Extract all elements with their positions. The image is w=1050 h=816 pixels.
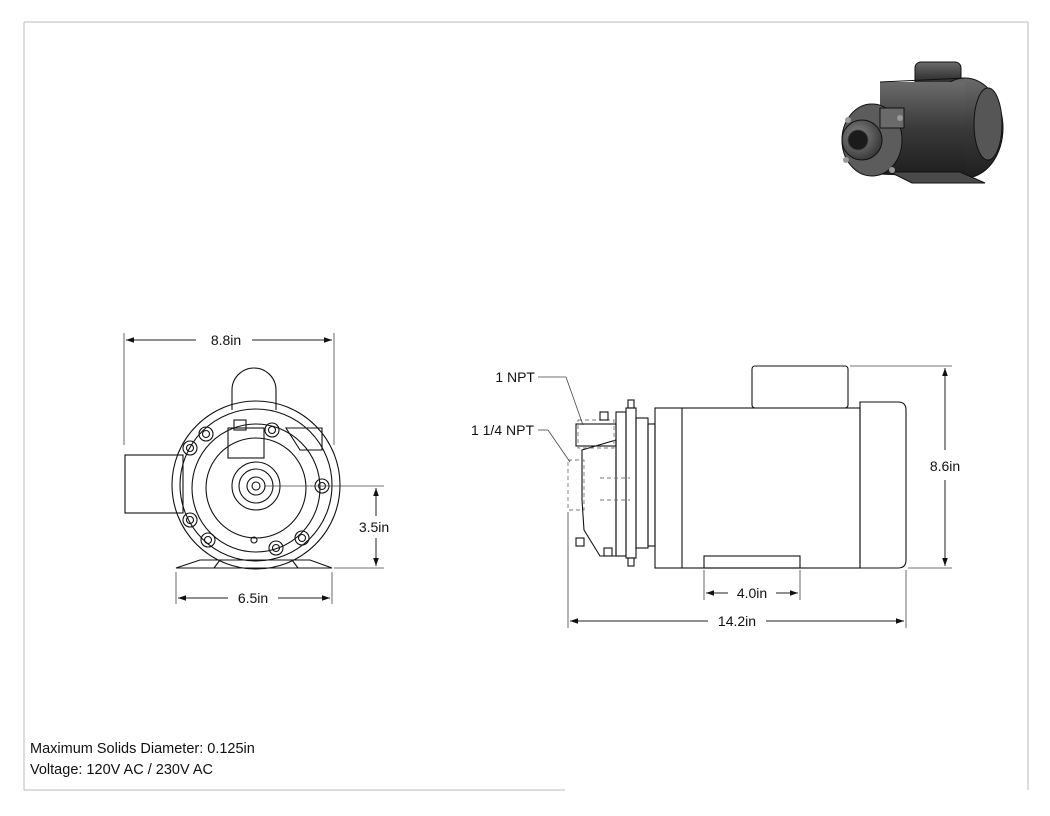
spec-notes: Maximum Solids Diameter: 0.125in Voltage… bbox=[30, 739, 255, 781]
flange-bolts bbox=[182, 422, 330, 556]
max-solids-note: Maximum Solids Diameter: 0.125in bbox=[30, 741, 255, 757]
shaft-height-dimension: 3.5in bbox=[359, 519, 389, 535]
front-width-dimension: 8.8in bbox=[211, 332, 241, 348]
sheet-frame bbox=[23, 21, 1029, 791]
base-width-dimension: 6.5in bbox=[238, 590, 268, 606]
discharge-port-label: 1 NPT bbox=[495, 369, 535, 385]
suction-port-label: 1 1/4 NPT bbox=[471, 422, 534, 438]
overall-length-dimension: 14.2in bbox=[718, 613, 756, 629]
side-height-dimension: 8.6in bbox=[930, 458, 960, 474]
pump-motor-render-icon bbox=[841, 61, 1004, 184]
side-view: 1 NPT 1 1/4 NPT 8.6in 4.0in 14.2in bbox=[471, 365, 960, 629]
front-view: 8.8in 6.5in 3.5in bbox=[123, 332, 389, 606]
mount-width-dimension: 4.0in bbox=[737, 585, 767, 601]
voltage-note: Voltage: 120V AC / 230V AC bbox=[30, 762, 213, 778]
